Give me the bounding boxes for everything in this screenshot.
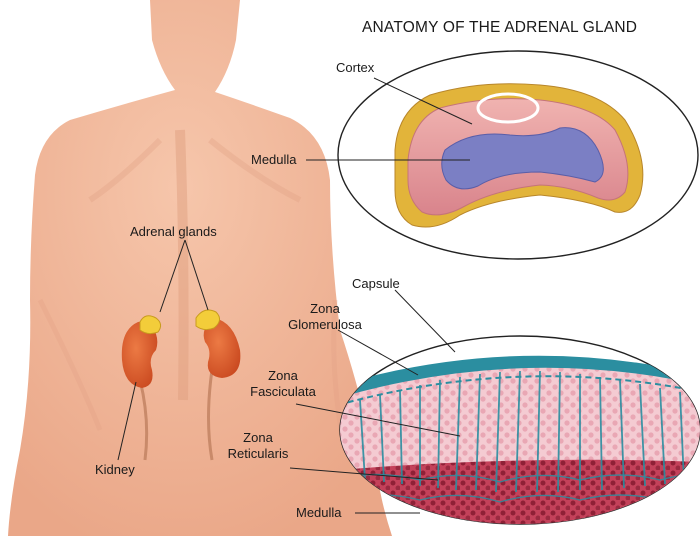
label-zona-reticularis: Zona Reticularis — [218, 430, 298, 462]
label-zona-glomerulosa-line1: Zona — [280, 301, 370, 317]
label-zona-fasciculata-line2: Fasciculata — [243, 384, 323, 400]
label-cortex: Cortex — [336, 60, 374, 76]
label-capsule: Capsule — [352, 276, 400, 292]
label-medulla-bottom: Medulla — [296, 505, 342, 521]
label-zona-fasciculata: Zona Fasciculata — [243, 368, 323, 400]
label-zona-glomerulosa-line2: Glomerulosa — [280, 317, 370, 333]
label-zona-reticularis-line1: Zona — [218, 430, 298, 446]
page-title: ANATOMY OF THE ADRENAL GLAND — [362, 19, 637, 37]
gland-cross-section — [338, 51, 698, 259]
label-zona-glomerulosa: Zona Glomerulosa — [280, 301, 370, 333]
human-torso — [8, 0, 392, 536]
label-kidney: Kidney — [95, 462, 135, 478]
label-medulla-top: Medulla — [251, 152, 297, 168]
label-adrenal-glands: Adrenal glands — [130, 224, 217, 240]
zones-detail — [338, 336, 700, 536]
label-zona-fasciculata-line1: Zona — [243, 368, 323, 384]
label-zona-reticularis-line2: Reticularis — [218, 446, 298, 462]
